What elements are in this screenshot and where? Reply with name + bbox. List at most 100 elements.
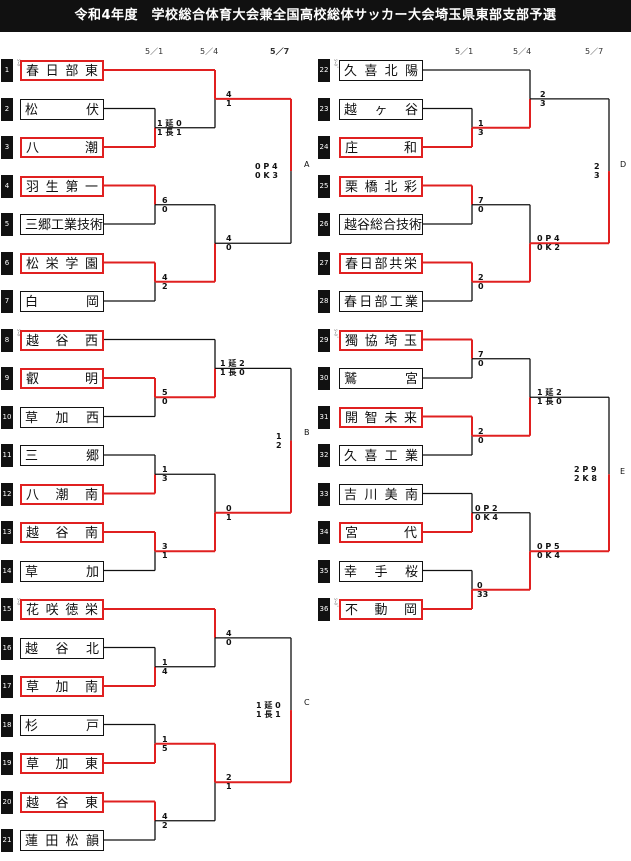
block-label-e: E <box>620 467 626 476</box>
team-box: 吉川美南 <box>339 483 423 505</box>
match-score: 1 4 <box>162 657 168 676</box>
team-box: 春日部工業 <box>339 291 423 312</box>
match-score: 1 3 <box>478 118 484 137</box>
block-label-b: B <box>304 428 310 437</box>
match-score: 7 0 <box>478 195 484 214</box>
team-box: 花咲徳栄 <box>20 599 104 620</box>
match-score: 2 P 9 2 K 8 <box>574 465 597 484</box>
team-number: 12 <box>1 482 13 506</box>
match-score: 5 0 <box>162 388 168 407</box>
team-number: 7 <box>1 290 13 313</box>
team-number: 11 <box>1 444 13 467</box>
team-box: 草加南 <box>20 676 104 697</box>
match-score: 0 P 2 0 K 4 <box>475 503 498 522</box>
match-score: 4 0 <box>226 234 232 253</box>
team-box: 三郷 <box>20 445 104 466</box>
team-box: 越谷北 <box>20 637 104 659</box>
team-number: 16 <box>1 636 13 660</box>
team-number: 23 <box>318 97 330 121</box>
match-score: 2 3 <box>540 89 546 108</box>
match-score: 1 延 2 1 長 0 <box>537 388 562 407</box>
team-number: 30 <box>318 367 330 390</box>
match-score: 0 P 4 0 K 3 <box>255 162 278 181</box>
team-number: 19 <box>1 752 13 775</box>
seed-mark: ｼｰﾄﾞ <box>15 59 21 70</box>
match-score: 0 P 4 0 K 2 <box>537 234 560 253</box>
team-box: 越谷総合技術 <box>339 214 423 235</box>
team-number: 6 <box>1 251 13 275</box>
team-number: 25 <box>318 174 330 198</box>
seed-mark: ｼｰﾄﾞ <box>332 59 338 70</box>
team-number: 10 <box>1 405 13 429</box>
team-number: 22 <box>318 59 330 82</box>
date-round1-left: 5／1 <box>145 47 164 56</box>
page-title: 令和4年度 学校総合体育大会兼全国高校総体サッカー大会埼玉県東部支部予選 <box>0 0 631 32</box>
team-box: 鷲宮 <box>339 368 423 389</box>
team-number: 9 <box>1 367 13 390</box>
block-label-a: A <box>304 160 310 169</box>
team-box: 栗橋北彩 <box>339 175 423 197</box>
team-number: 5 <box>1 213 13 236</box>
match-score: 4 2 <box>162 272 168 291</box>
team-box: 春日部共栄 <box>339 252 423 274</box>
team-box: 八潮 <box>20 137 104 158</box>
team-number: 31 <box>318 405 330 429</box>
team-number: 21 <box>1 829 13 852</box>
team-box: 松伏 <box>20 98 104 120</box>
team-number: 28 <box>318 290 330 313</box>
team-number: 17 <box>1 675 13 698</box>
date-round2-left: 5／4 <box>200 47 219 56</box>
team-box: 春日部東 <box>20 60 104 81</box>
team-number: 27 <box>318 251 330 275</box>
match-score: 1 延 2 1 長 0 <box>220 359 245 378</box>
team-box: 幸手桜 <box>339 560 423 582</box>
team-number: 15 <box>1 598 13 621</box>
team-number: 2 <box>1 97 13 121</box>
team-box: 久喜工業 <box>339 445 423 466</box>
team-box: 白岡 <box>20 291 104 312</box>
seed-mark: ｼｰﾄﾞ <box>15 328 21 339</box>
team-box: 越谷西 <box>20 329 104 351</box>
match-score: 4 2 <box>162 811 168 830</box>
team-box: 久喜北陽 <box>339 60 423 81</box>
date-round3-left: 5／7 <box>270 47 290 56</box>
team-number: 34 <box>318 521 330 544</box>
match-score: 2 3 <box>594 162 600 181</box>
match-score: 1 3 <box>162 465 168 484</box>
team-box: 宮代 <box>339 522 423 543</box>
team-number: 13 <box>1 521 13 544</box>
seed-mark: ｼｰﾄﾞ <box>15 598 21 609</box>
team-box: 開智未来 <box>339 406 423 428</box>
seed-mark: ｼｰﾄﾞ <box>332 598 338 609</box>
match-score: 2 0 <box>478 272 484 291</box>
block-label-d: D <box>620 160 627 169</box>
team-number: 4 <box>1 174 13 198</box>
team-box: 草加東 <box>20 753 104 774</box>
match-score: 3 1 <box>162 542 168 561</box>
team-number: 35 <box>318 559 330 583</box>
team-number: 24 <box>318 136 330 159</box>
block-label-c: C <box>304 698 310 707</box>
team-box: 叡明 <box>20 368 104 389</box>
team-box: 松栄学園 <box>20 252 104 274</box>
match-score: 2 1 <box>226 773 232 792</box>
match-score: 1 延 0 1 長 1 <box>256 701 281 720</box>
match-score: 4 1 <box>226 89 232 108</box>
team-number: 33 <box>318 482 330 506</box>
match-score: 0 1 <box>226 503 232 522</box>
match-score: 1 5 <box>162 734 168 753</box>
seed-mark: ｼｰﾄﾞ <box>332 328 338 339</box>
team-number: 1 <box>1 59 13 82</box>
team-box: 越谷南 <box>20 522 104 543</box>
team-box: 草加西 <box>20 406 104 428</box>
team-number: 14 <box>1 559 13 583</box>
team-box: 獨協埼玉 <box>339 329 423 351</box>
team-box: 蓮田松韻 <box>20 830 104 851</box>
match-score: 2 0 <box>478 426 484 445</box>
team-number: 8 <box>1 328 13 352</box>
team-number: 29 <box>318 328 330 352</box>
match-score: 7 0 <box>478 349 484 368</box>
team-box: 草加 <box>20 560 104 582</box>
team-box: 羽生第一 <box>20 175 104 197</box>
